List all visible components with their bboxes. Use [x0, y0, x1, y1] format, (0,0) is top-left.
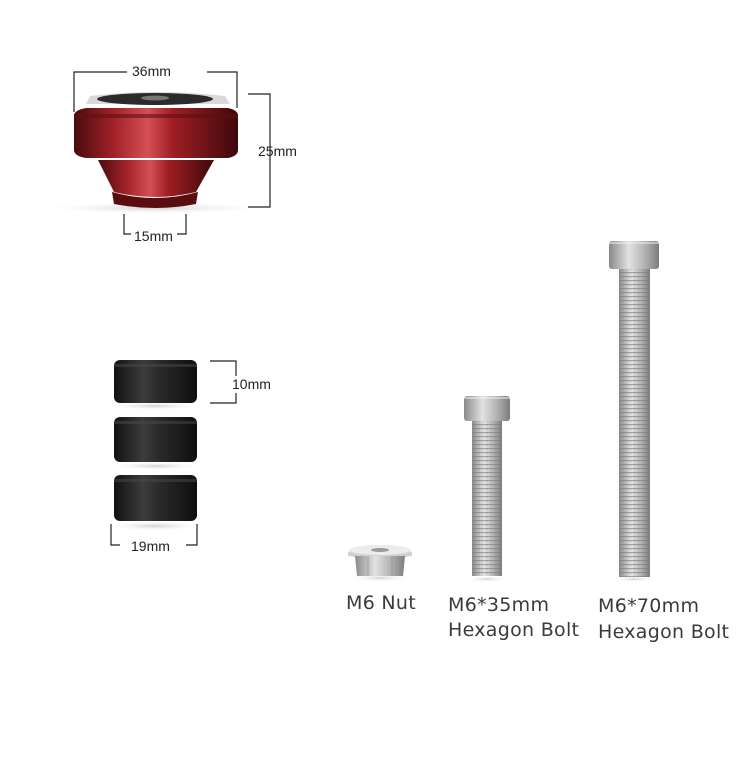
foot-dimension-lines	[73, 71, 271, 235]
foot-width-label: 36mm	[132, 63, 171, 79]
spacer-dimension-lines	[110, 360, 237, 546]
m6-35mm-bolt-illustration	[464, 396, 510, 582]
spacer-height-label: 10mm	[232, 376, 271, 392]
bolt35-caption-line2: Hexagon Bolt	[448, 619, 580, 641]
spacer-width-label: 19mm	[131, 538, 170, 554]
black-spacer-2	[107, 417, 203, 470]
red-isolation-foot	[35, 92, 275, 214]
foot-height-label: 25mm	[258, 143, 297, 159]
black-spacer-3	[105, 475, 205, 531]
foot-tapered-base	[98, 160, 214, 197]
m6-nut-illustration	[348, 545, 412, 582]
bolt35-caption-line1: M6*35mm	[448, 594, 550, 616]
bolt70-caption-line1: M6*70mm	[598, 595, 700, 617]
black-spacer-1	[107, 360, 203, 410]
nut-caption: M6 Nut	[346, 592, 417, 614]
m6-70mm-bolt-illustration	[609, 241, 659, 582]
bolt70-caption-line2: Hexagon Bolt	[598, 621, 730, 643]
black-spacer-stack	[105, 360, 205, 531]
foot-upper-ring	[74, 108, 238, 158]
foot-base-label: 15mm	[134, 228, 173, 244]
